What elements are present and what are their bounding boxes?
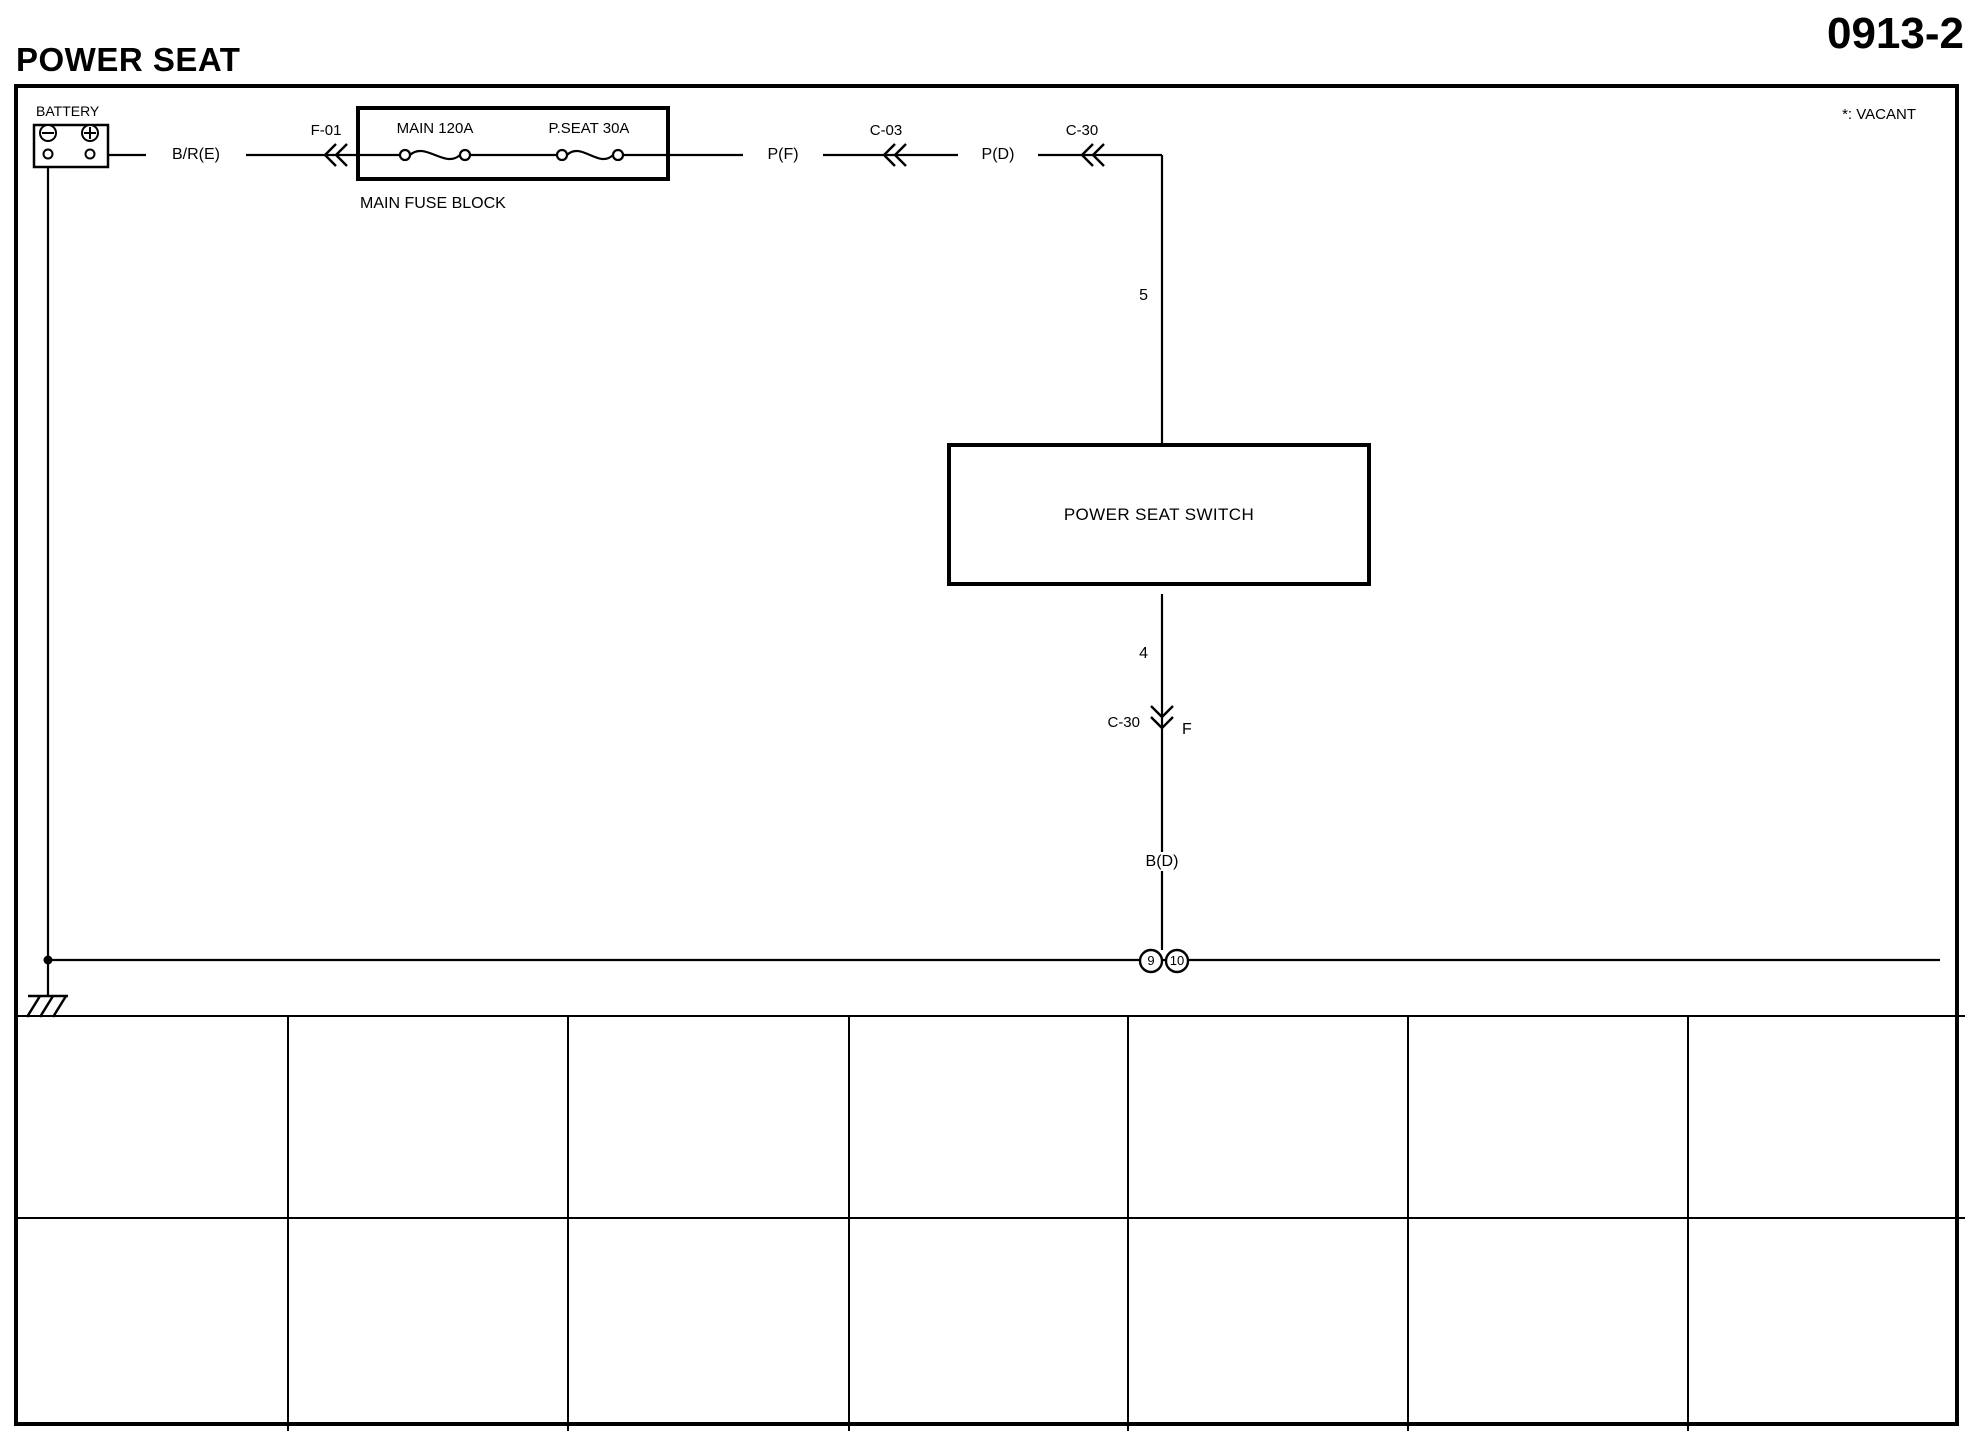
main-fuse-block-box [356,106,670,181]
battery-symbol [32,123,110,169]
fuse-label-pseat-30a: P.SEAT 30A [548,120,630,137]
wire-label-pd: P(D) [958,145,1038,165]
fuse-label-main-120a: MAIN 120A [396,120,474,137]
power-seat-switch-box: POWER SEAT SWITCH [947,443,1371,586]
connector-label-c30-mid: C-30 [1107,714,1140,731]
fuse-pseat-30a-symbol [555,148,625,162]
ground-symbol [25,994,68,1018]
connector-c03-chevron-icon [882,143,907,167]
joint-circles [1138,948,1190,974]
table-grid [16,1015,1965,1431]
pin-label-5: 5 [1139,287,1148,304]
diagram-frame [14,84,1959,1426]
connector-c30-chevron-icon [1080,143,1105,167]
junction-dot [43,955,53,965]
page-number: 0913-2 [1826,9,1964,58]
battery-label: BATTERY [36,103,100,119]
connector-label-c03: C-03 [869,122,903,139]
vacant-note: *: VACANT [1842,106,1916,123]
wire-label-pf: P(F) [743,145,823,165]
connector-f01-chevron-icon [323,143,348,167]
wire-label-bd: B(D) [1122,852,1202,872]
main-fuse-block-label: MAIN FUSE BLOCK [360,195,506,212]
wire-label-bre: B/R(E) [146,145,246,165]
page-title: POWER SEAT [16,41,241,78]
connector-label-f01: F-01 [310,122,342,139]
joint-number-10: 10 [1169,953,1185,968]
power-seat-switch-label: POWER SEAT SWITCH [1063,504,1255,524]
pin-label-4: 4 [1139,645,1148,662]
joint-number-9: 9 [1147,953,1155,968]
connector-c30-down-chevron-icon [1150,705,1174,730]
fuse-main-120a-symbol [398,148,472,162]
connector-label-c30-top: C-30 [1065,122,1099,139]
connector-pin-label-f: F [1182,721,1192,738]
